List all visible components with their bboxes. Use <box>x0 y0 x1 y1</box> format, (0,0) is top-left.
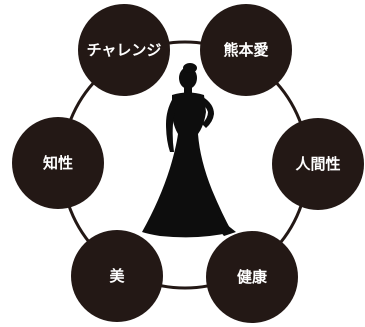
node-label-intelligence: 知性 <box>43 154 73 172</box>
node-label-humanity: 人間性 <box>295 155 340 173</box>
woman-silhouette-icon <box>142 63 236 238</box>
node-label-health: 健康 <box>237 268 268 286</box>
node-label-kumamoto-love: 熊本愛 <box>223 41 268 59</box>
node-label-challenge: チャレンジ <box>87 41 162 59</box>
node-humanity: 人間性 <box>272 118 364 210</box>
node-label-beauty: 美 <box>109 267 125 285</box>
node-kumamoto-love: 熊本愛 <box>200 4 292 96</box>
node-health: 健康 <box>206 231 298 323</box>
node-intelligence: 知性 <box>12 117 104 209</box>
node-beauty: 美 <box>71 230 163 322</box>
node-challenge: チャレンジ <box>78 4 170 96</box>
